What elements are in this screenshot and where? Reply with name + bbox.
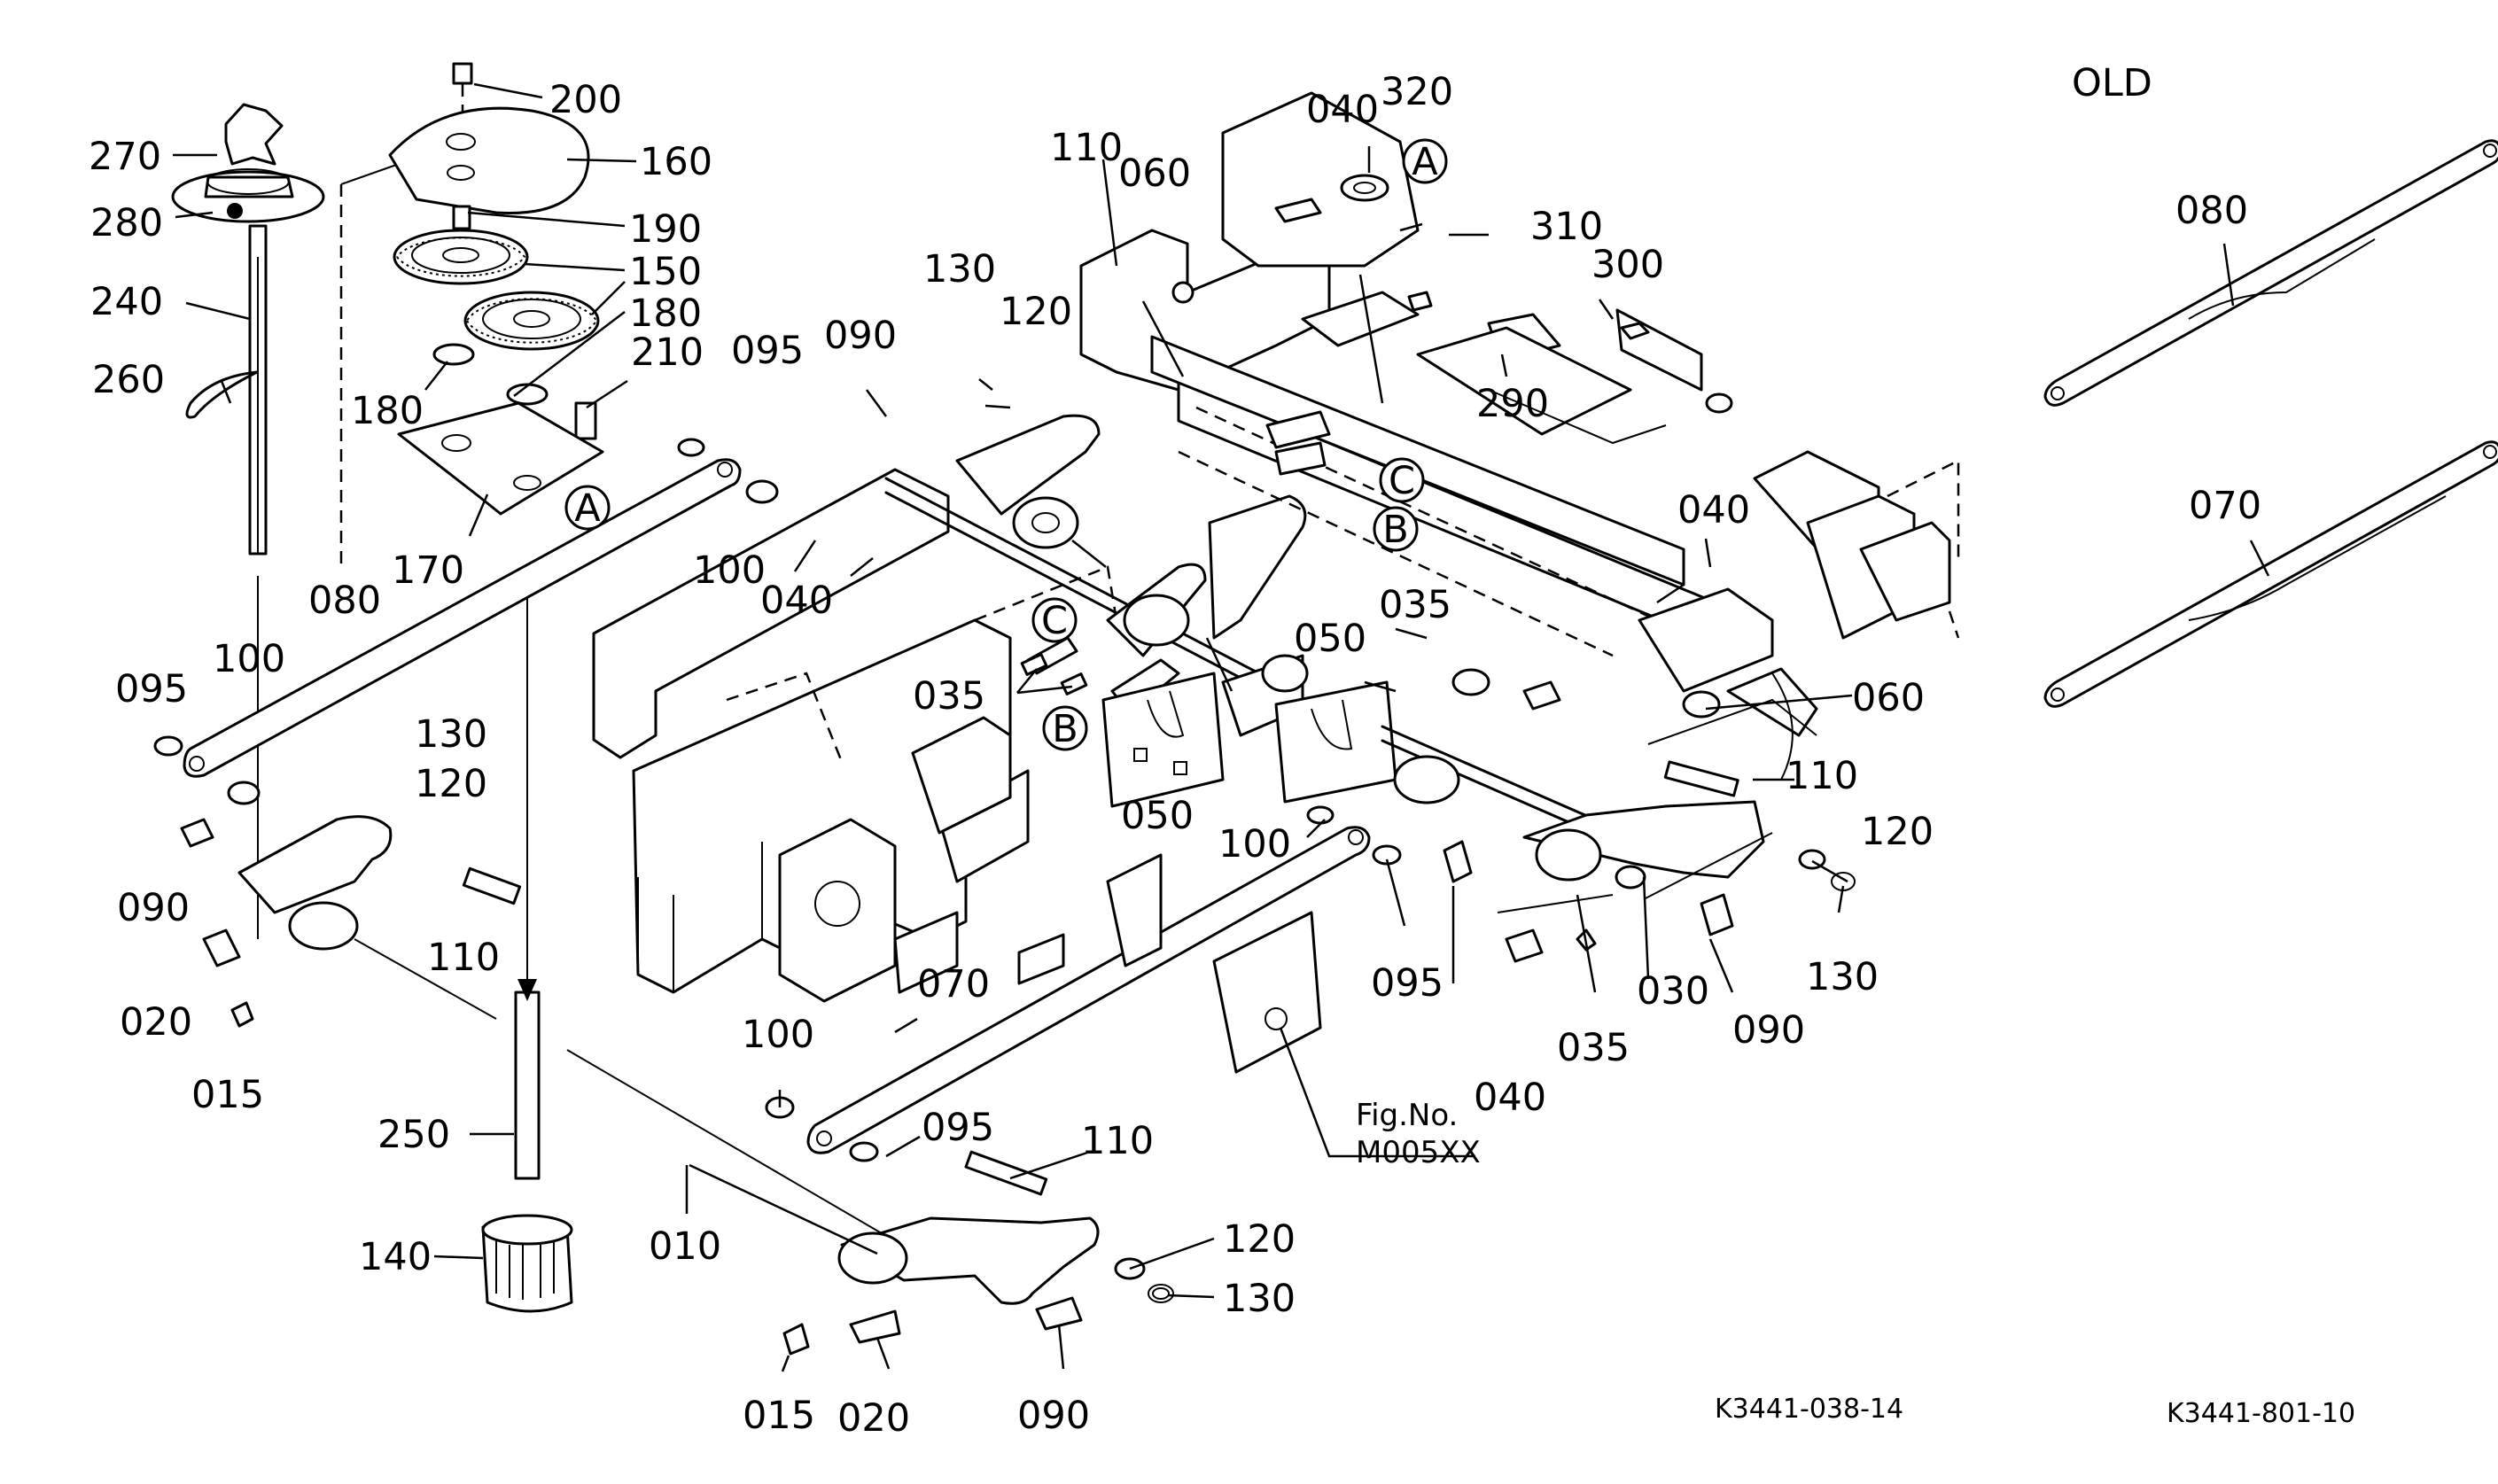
callout-070-old: 070 xyxy=(2189,484,2261,528)
callout-100-center: 100 xyxy=(742,1013,814,1057)
callout-035-upper: 035 xyxy=(1379,583,1451,627)
old-label: OLD xyxy=(2072,61,2152,105)
callout-320: 320 xyxy=(1381,70,1453,114)
callout-280: 280 xyxy=(90,201,163,245)
figure-code-main: K3441-038-14 xyxy=(1715,1394,1903,1425)
callout-095-right: 095 xyxy=(1371,961,1444,1006)
callout-050-right: 050 xyxy=(1294,617,1366,661)
main-frame-drawing xyxy=(592,468,1163,1003)
shaft-assembly-drawing xyxy=(171,103,573,1313)
callout-080-old: 080 xyxy=(2175,189,2248,233)
captions: OLD Fig.No. M005XX K3441-038-14 K3441-80… xyxy=(1356,61,2355,1429)
callout-090-right: 090 xyxy=(1732,1008,1805,1053)
callout-040-bottom: 040 xyxy=(1474,1076,1546,1120)
marker-a-left-label: A xyxy=(574,486,601,531)
figure-code-old: K3441-801-10 xyxy=(2167,1398,2355,1429)
fig-reference-line2: M005XX xyxy=(1356,1135,1481,1170)
callout-310: 310 xyxy=(1530,205,1603,249)
callout-110-bottom: 110 xyxy=(1081,1119,1154,1163)
marker-c-right xyxy=(1379,457,1425,503)
callout-090-bottom: 090 xyxy=(1017,1394,1090,1438)
callout-270: 270 xyxy=(89,135,161,179)
callout-070-main: 070 xyxy=(917,962,990,1006)
callout-090-top: 090 xyxy=(824,314,897,358)
callout-100-right: 100 xyxy=(1218,822,1291,866)
marker-a-upper xyxy=(1402,138,1448,184)
gear-plate-drawing xyxy=(388,62,604,516)
callout-130-top: 130 xyxy=(923,247,996,291)
center-link-drawing xyxy=(765,805,1402,1162)
callout-060-right: 060 xyxy=(1852,676,1925,720)
callout-040-left: 040 xyxy=(760,579,833,623)
callout-160: 160 xyxy=(640,140,712,184)
callout-150: 150 xyxy=(629,250,702,294)
callout-120-bottom: 120 xyxy=(1223,1217,1296,1262)
callout-130-bottom: 130 xyxy=(1223,1277,1296,1321)
callout-300: 300 xyxy=(1591,243,1664,287)
callout-020-bottom: 020 xyxy=(837,1396,910,1441)
callout-180-upper: 180 xyxy=(629,291,702,336)
marker-c-left xyxy=(1031,597,1078,643)
callout-030: 030 xyxy=(1637,969,1709,1014)
callout-170: 170 xyxy=(392,548,464,593)
marker-b-left xyxy=(1042,705,1088,751)
marker-c-left-label: C xyxy=(1041,599,1068,643)
callout-015-bottom: 015 xyxy=(743,1394,815,1438)
callout-130-right: 130 xyxy=(1806,955,1879,999)
leader-lines xyxy=(173,82,2270,1372)
callout-010: 010 xyxy=(649,1224,721,1269)
callout-100-upper: 100 xyxy=(693,548,766,593)
callout-190: 190 xyxy=(629,207,702,252)
callout-040-top: 040 xyxy=(1306,88,1379,132)
callout-095-center: 095 xyxy=(922,1106,994,1150)
callout-110-right: 110 xyxy=(1786,754,1858,798)
callout-130-left: 130 xyxy=(415,712,487,757)
marker-a-left xyxy=(564,485,611,531)
callout-060-top: 060 xyxy=(1118,152,1191,196)
callout-200: 200 xyxy=(549,78,622,122)
callout-035-left: 035 xyxy=(913,674,985,719)
reference-markers: A A B B C C xyxy=(564,138,1448,751)
marker-b-left-label: B xyxy=(1052,707,1078,751)
fig-reference-line1: Fig.No. xyxy=(1356,1098,1458,1133)
link-rod-drawing xyxy=(153,438,1174,1356)
callout-250: 250 xyxy=(377,1113,450,1157)
callout-260: 260 xyxy=(92,358,165,402)
callout-110-left: 110 xyxy=(427,936,500,980)
callout-050-left: 050 xyxy=(1121,794,1194,838)
callout-120-right: 120 xyxy=(1861,810,1934,854)
callout-015-left: 015 xyxy=(191,1073,264,1117)
callout-040-right: 040 xyxy=(1677,488,1750,532)
callout-080-main: 080 xyxy=(308,579,381,623)
marker-b-right-label: B xyxy=(1382,508,1409,552)
callout-210: 210 xyxy=(631,330,704,375)
callout-140: 140 xyxy=(359,1235,432,1279)
callout-100-left: 100 xyxy=(213,637,285,681)
marker-b-right xyxy=(1373,506,1419,552)
callout-240: 240 xyxy=(90,280,163,324)
cross-shaft-drawing xyxy=(884,414,1397,808)
callout-035-right: 035 xyxy=(1557,1026,1630,1070)
callout-120-left: 120 xyxy=(415,762,487,806)
callout-120-top: 120 xyxy=(1000,290,1072,334)
callout-095-left: 095 xyxy=(115,667,188,711)
marker-c-right-label: C xyxy=(1389,459,1415,503)
callout-110-top: 110 xyxy=(1050,126,1123,170)
callout-180-lower: 180 xyxy=(351,389,424,433)
marker-a-upper-label: A xyxy=(1412,140,1438,184)
callout-290: 290 xyxy=(1476,382,1549,426)
callout-090-left: 090 xyxy=(117,886,190,930)
old-parts-drawing xyxy=(2043,139,2498,708)
callout-labels: 200 160 270 280 190 150 180 240 210 260 … xyxy=(89,70,2261,1441)
callout-095-upper: 095 xyxy=(731,329,804,373)
callout-020-left: 020 xyxy=(120,1000,192,1045)
